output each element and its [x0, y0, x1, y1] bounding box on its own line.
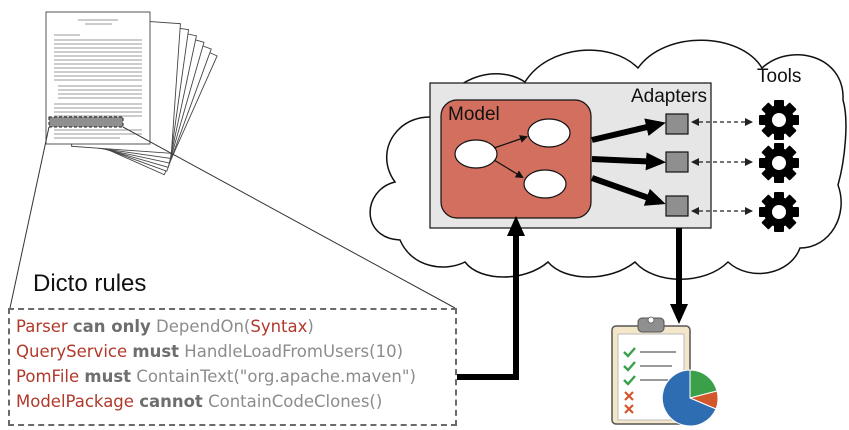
gear-icon: [759, 100, 799, 140]
gear-icon: [759, 192, 799, 232]
adapter-3: [665, 195, 689, 217]
pie-chart-icon: [661, 369, 719, 427]
rule-line: PomFile must ContainText("org.apache.mav…: [16, 367, 416, 386]
model-label: Model: [448, 104, 500, 125]
model-to-adapter-1: [591, 118, 666, 143]
rule-line: ModelPackage cannot ContainCodeClones(): [16, 392, 383, 411]
rules-to-model-arrow: [457, 216, 525, 380]
rule-line: Parser can only DependOn(Syntax): [16, 317, 314, 336]
adapter-2: [665, 151, 689, 173]
gear-icon: [759, 143, 799, 183]
model-edge-2: [493, 159, 524, 179]
dicto-rules-box: Parser can only DependOn(Syntax) QuerySe…: [8, 308, 457, 426]
dicto-rules-title: Dicto rules: [33, 270, 147, 297]
adapters-label: Adapters: [631, 86, 708, 107]
document-stack-icon: [45, 11, 218, 176]
model-to-adapter-3: [591, 175, 666, 206]
rule-line: QueryService must HandleLoadFromUsers(10…: [16, 342, 404, 361]
model-to-adapter-2: [591, 152, 666, 171]
adapter-1: [665, 113, 689, 135]
highlighted-rules-region: [48, 116, 124, 128]
model-edge-1: [493, 135, 528, 149]
zoom-line-left: [9, 126, 50, 309]
model-node-1: [454, 139, 498, 169]
zoom-line-right: [122, 126, 456, 309]
model-node-3: [523, 169, 567, 199]
tools-label: Tools: [757, 66, 802, 87]
model-node-2: [527, 118, 571, 148]
